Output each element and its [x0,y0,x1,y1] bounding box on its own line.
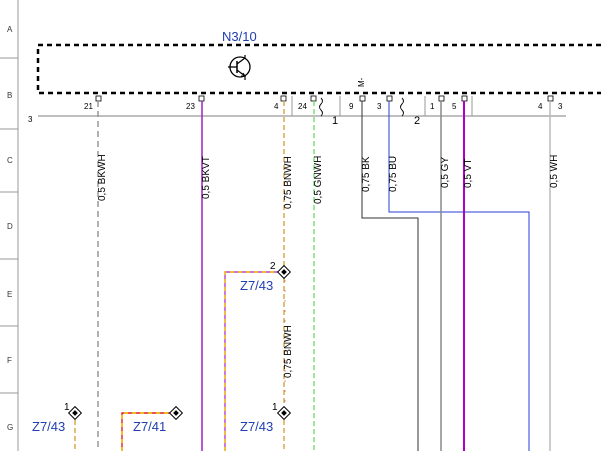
pin-socket-23[interactable] [198,95,205,102]
wire-label-bnwh: 0,75 BNWH [283,156,294,209]
wire-label-vt: 0,5 VT [463,159,474,188]
component-n3-10: N3/10 3 21 23 4 [28,29,601,127]
component-outline [36,43,601,95]
pin-number-4b: 4 [538,102,543,111]
transistor-icon [228,55,251,80]
connector-pin-number: 1 [272,402,278,413]
row-label-d: D [7,222,13,231]
wire-label-bkwh: 0,5 BKWH [97,154,108,201]
pin-socket-1[interactable] [438,95,445,102]
pin-socket-4a[interactable] [280,95,287,102]
wire-label-gy: 0,5 GY [440,157,451,188]
pin-number-4a: 4 [274,102,279,111]
shield-squiggle-icon [400,97,404,117]
row-label-e: E [7,290,12,299]
pin-number-23: 23 [186,102,195,111]
wire-bu[interactable] [388,101,530,451]
group-1-number: 1 [332,115,338,127]
connector-z7-43-left[interactable]: 1 Z7/43 [32,402,83,451]
pin-number-1: 1 [430,102,435,111]
wires [97,101,551,451]
pin-socket-24[interactable] [310,95,317,102]
pin-socket-4b[interactable] [547,95,554,102]
bridge-wire [121,412,172,451]
pin-socket-21[interactable] [95,95,102,102]
pin-number-9: 9 [349,102,354,111]
pin-number-24: 24 [298,102,307,111]
connector-diamond-icon [67,405,83,421]
connector-diamond-icon [168,405,184,421]
connector-z7-43-lower[interactable]: 1 Z7/43 [240,402,292,434]
pin-number-3a: 3 [377,102,382,111]
group-2-number: 2 [414,115,420,127]
row-label-f: F [7,356,12,365]
pin-socket-5[interactable] [461,95,468,102]
wire-label-bkvt: 0,5 BKVT [201,156,212,199]
connector-z7-41[interactable]: Z7/41 [121,405,184,451]
wire-bk[interactable] [361,101,419,451]
connector-ref: Z7/43 [240,419,273,434]
pin-number-5: 5 [452,102,457,111]
connector-ref: Z7/43 [240,278,273,293]
wire-label-bk: 0,75 BK [361,156,372,192]
connector-ref: Z7/43 [32,419,65,434]
pin-socket-9[interactable] [359,95,366,102]
row-label-a: A [7,25,13,34]
wire-label-wh: 0,5 WH [549,155,560,188]
pin-sockets [95,95,554,102]
wire-label-gnwh: 0,5 GNWH [313,156,324,204]
bus-left-number: 3 [28,115,33,124]
pin-number-21: 21 [84,102,93,111]
bridge-wire-tracer [224,271,280,451]
connector-ref: Z7/41 [133,419,166,434]
connector-pin-number: 2 [270,261,276,272]
connector-z7-43-upper[interactable]: 2 Z7/43 [224,261,292,451]
connector-diamond-icon [276,264,292,280]
pin-socket-3a[interactable] [386,95,393,102]
minus-mark: M- [357,77,366,87]
row-ruler: A B C D E F G [0,0,19,451]
connector-pin-number: 1 [64,402,70,413]
pin-number-3b: 3 [558,102,563,111]
row-label-b: B [7,91,12,100]
wire-label-bnwh-lower: 0,75 BNWH [283,325,294,378]
wire-label-bu: 0,75 BU [388,156,399,192]
component-id[interactable]: N3/10 [222,29,257,44]
shield-squiggle-icon [319,97,323,117]
wire-labels: 0,5 BKWH 0,5 BKVT 0,75 BNWH 0,5 GNWH 0,7… [97,154,560,378]
row-label-c: C [7,156,13,165]
row-label-g: G [7,423,13,432]
connector-diamond-icon [276,405,292,421]
